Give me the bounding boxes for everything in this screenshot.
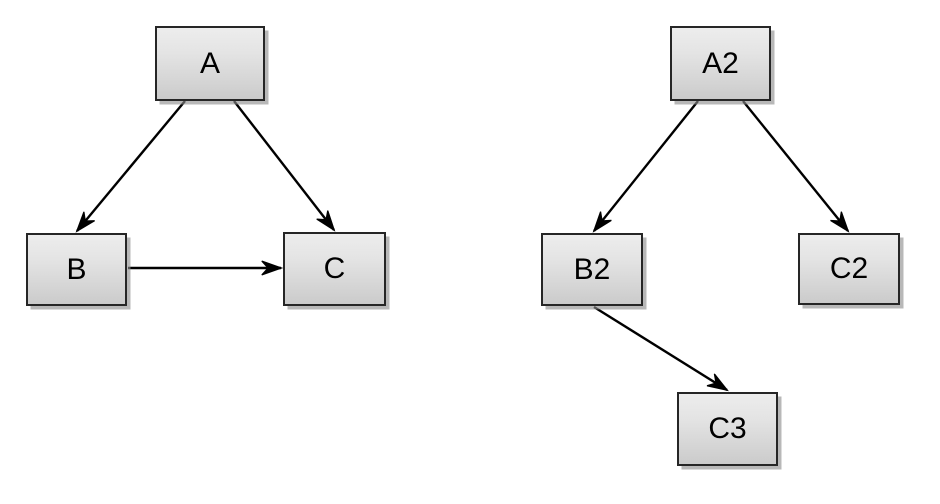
node-label-a: A — [199, 46, 220, 80]
node-b[interactable]: B — [26, 233, 127, 306]
edge-a-to-b[interactable] — [77, 100, 186, 231]
node-label-a2: A2 — [702, 46, 739, 80]
node-label-c2: C2 — [829, 252, 869, 285]
edge-a2-to-b2[interactable] — [594, 100, 699, 231]
node-c3[interactable]: C3 — [677, 392, 778, 466]
node-a2[interactable]: A2 — [670, 26, 771, 101]
node-label-b2: B2 — [573, 252, 611, 286]
node-c[interactable]: C — [283, 232, 386, 306]
edge-b2-to-c3[interactable] — [593, 305, 727, 390]
node-label-c3: C3 — [708, 412, 747, 445]
edge-a2-to-c2[interactable] — [742, 100, 848, 231]
node-c2[interactable]: C2 — [798, 233, 900, 305]
node-b2[interactable]: B2 — [541, 233, 643, 306]
node-label-c: C — [323, 252, 346, 285]
node-a[interactable]: A — [155, 26, 265, 101]
node-label-b: B — [66, 252, 87, 286]
edge-a-to-c[interactable] — [233, 100, 334, 230]
